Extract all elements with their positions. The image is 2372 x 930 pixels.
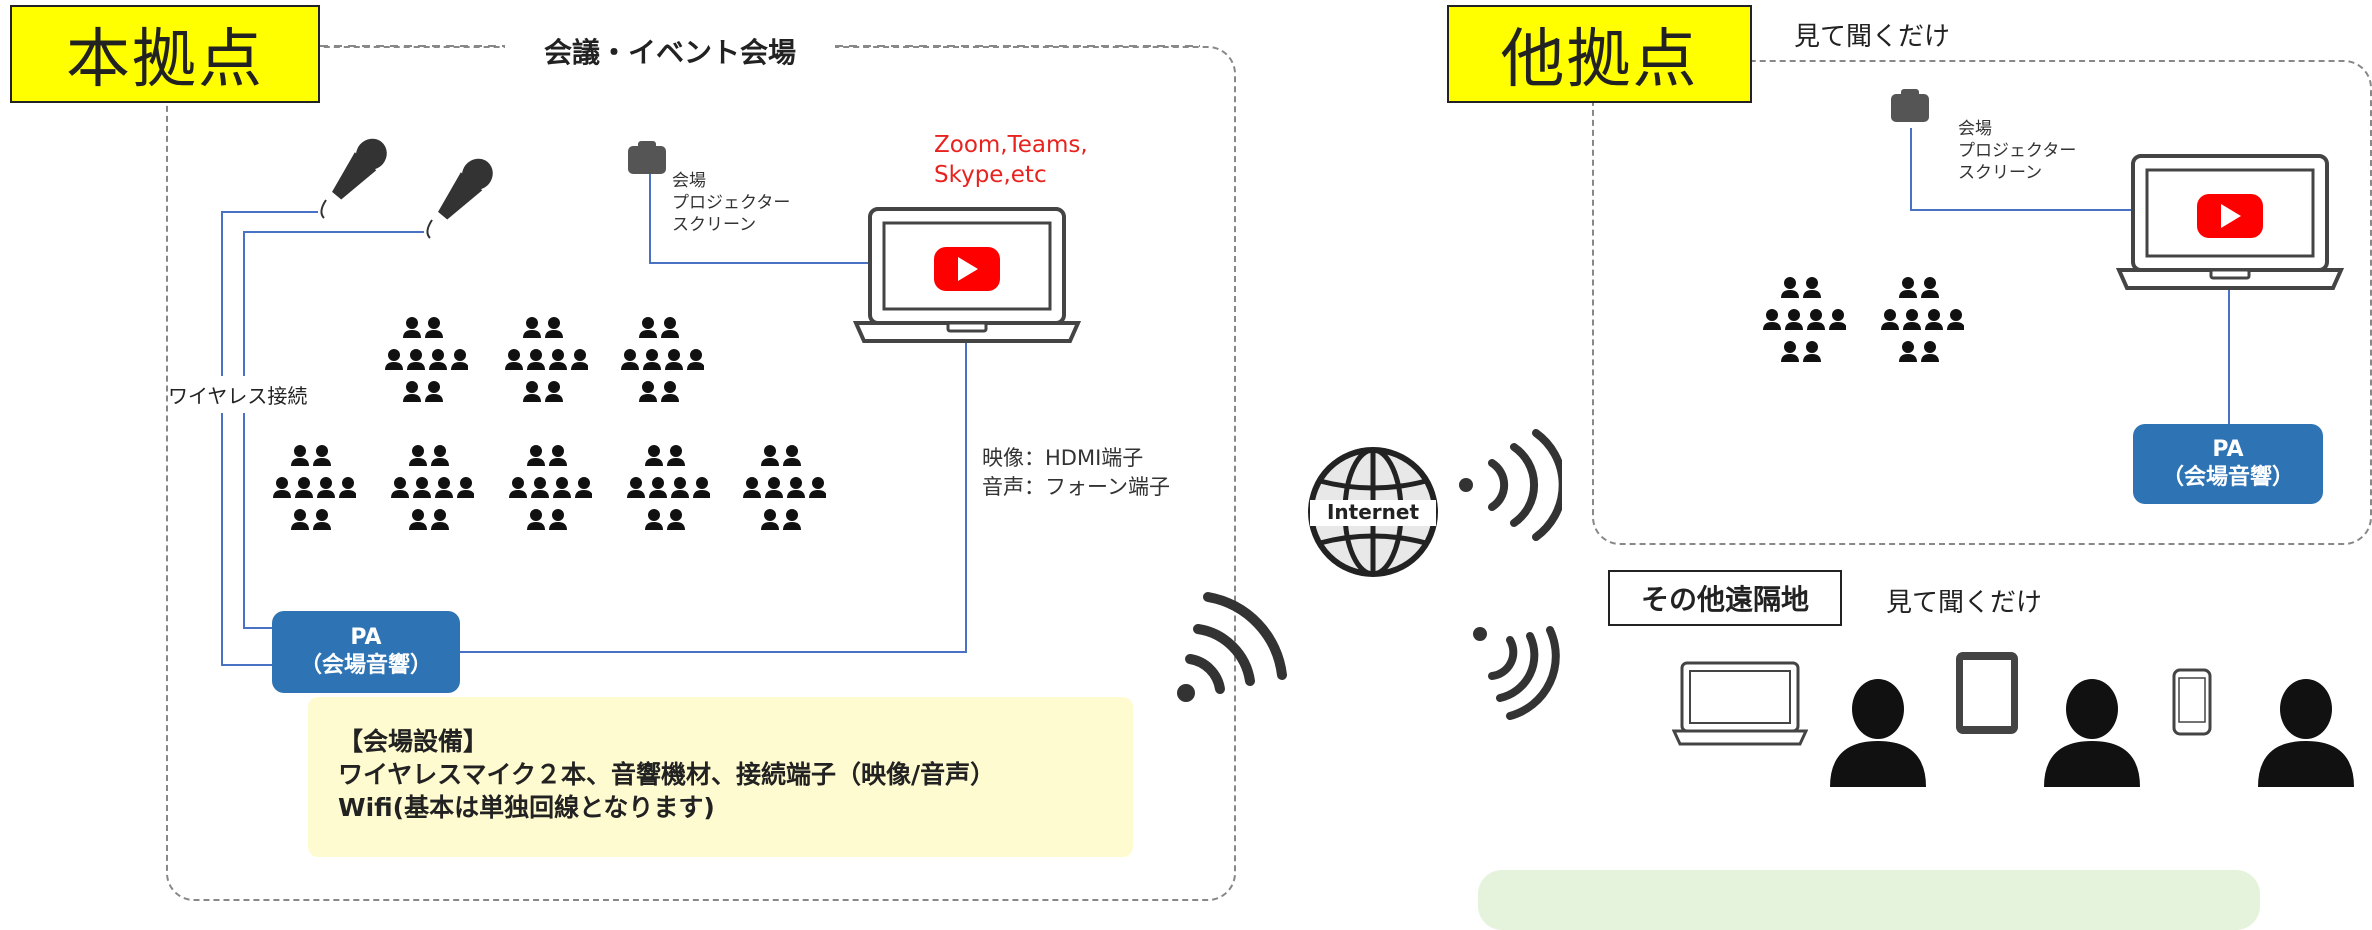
youtube-play-icon [934,247,1000,291]
other-site-title: 他拠点 [1447,5,1752,103]
person-icon [2258,679,2354,787]
equipment-line1: ワイヤレスマイク２本、音響機材、接続端子（映像/音声） [338,760,996,789]
apps-label: Zoom,Teams, Skype,etc [934,132,1088,188]
projector-icon [628,141,666,174]
pa-label: PA [2212,437,2244,462]
audience-icon [378,315,468,425]
other-site-frame [1592,60,2372,545]
main-site-title: 本拠点 [10,5,320,103]
laptop-icon [2115,154,2345,290]
audience-icon [620,443,710,553]
connection-label: 映像：HDMI端子 音声：フォーン端子 [982,446,1170,499]
audience-icon [614,315,704,425]
pa-label: PA [350,625,382,650]
audience-icon [266,443,356,553]
youtube-play-icon [2197,194,2263,238]
microphone-icon [426,158,493,239]
pa-sublabel: （会場音響） [2161,465,2294,490]
pa-sublabel: （会場音響） [299,653,432,678]
globe-icon [1308,447,1438,577]
other-projector-label: 会場 プロジェクター スクリーン [1958,119,2077,183]
audience-icon [502,443,592,553]
person-icon [2044,679,2140,787]
audience-icon [384,443,474,553]
equipment-note: 【会場設備】 ワイヤレスマイク２本、音響機材、接続端子（映像/音声） Wifi(… [308,697,1133,857]
tablet-icon [1956,652,2018,734]
remote-view-label: 見て聞くだけ [1886,588,2043,618]
microphone-icon [320,138,387,219]
wifi-signal-icon [1177,592,1287,702]
wireless-connection-label: ワイヤレス接続 [168,376,328,413]
projector-label: 会場 プロジェクター スクリーン [672,171,791,235]
smartphone-icon [2172,668,2212,736]
main-site-title-text: 本拠点 [66,23,264,97]
venue-label: 会議・イベント会場 [505,31,835,71]
wifi-signal-icon [1459,429,1562,541]
equipment-line2: Wifi(基本は単独回線となります) [338,793,715,822]
other-site-title-text: 他拠点 [1500,23,1699,97]
remote-title: その他遠隔地 [1608,570,1842,626]
other-site-view-label: 見て聞くだけ [1788,16,1957,53]
main-pa-box: PA （会場音響） [272,611,460,693]
remote-note-box [1478,870,2260,930]
wifi-signal-icon [1473,626,1560,720]
audience-icon [1874,275,1964,385]
internet-label: Internet [1326,500,1420,524]
audience-icon [498,315,588,425]
audience-icon [1756,275,1846,385]
other-pa-box: PA （会場音響） [2133,424,2323,504]
audience-icon [736,443,826,553]
projector-icon [1891,89,1929,122]
laptop-icon [852,207,1082,343]
person-icon [1830,679,1926,787]
laptop-icon [1672,661,1808,746]
equipment-heading: 【会場設備】 [338,727,489,756]
